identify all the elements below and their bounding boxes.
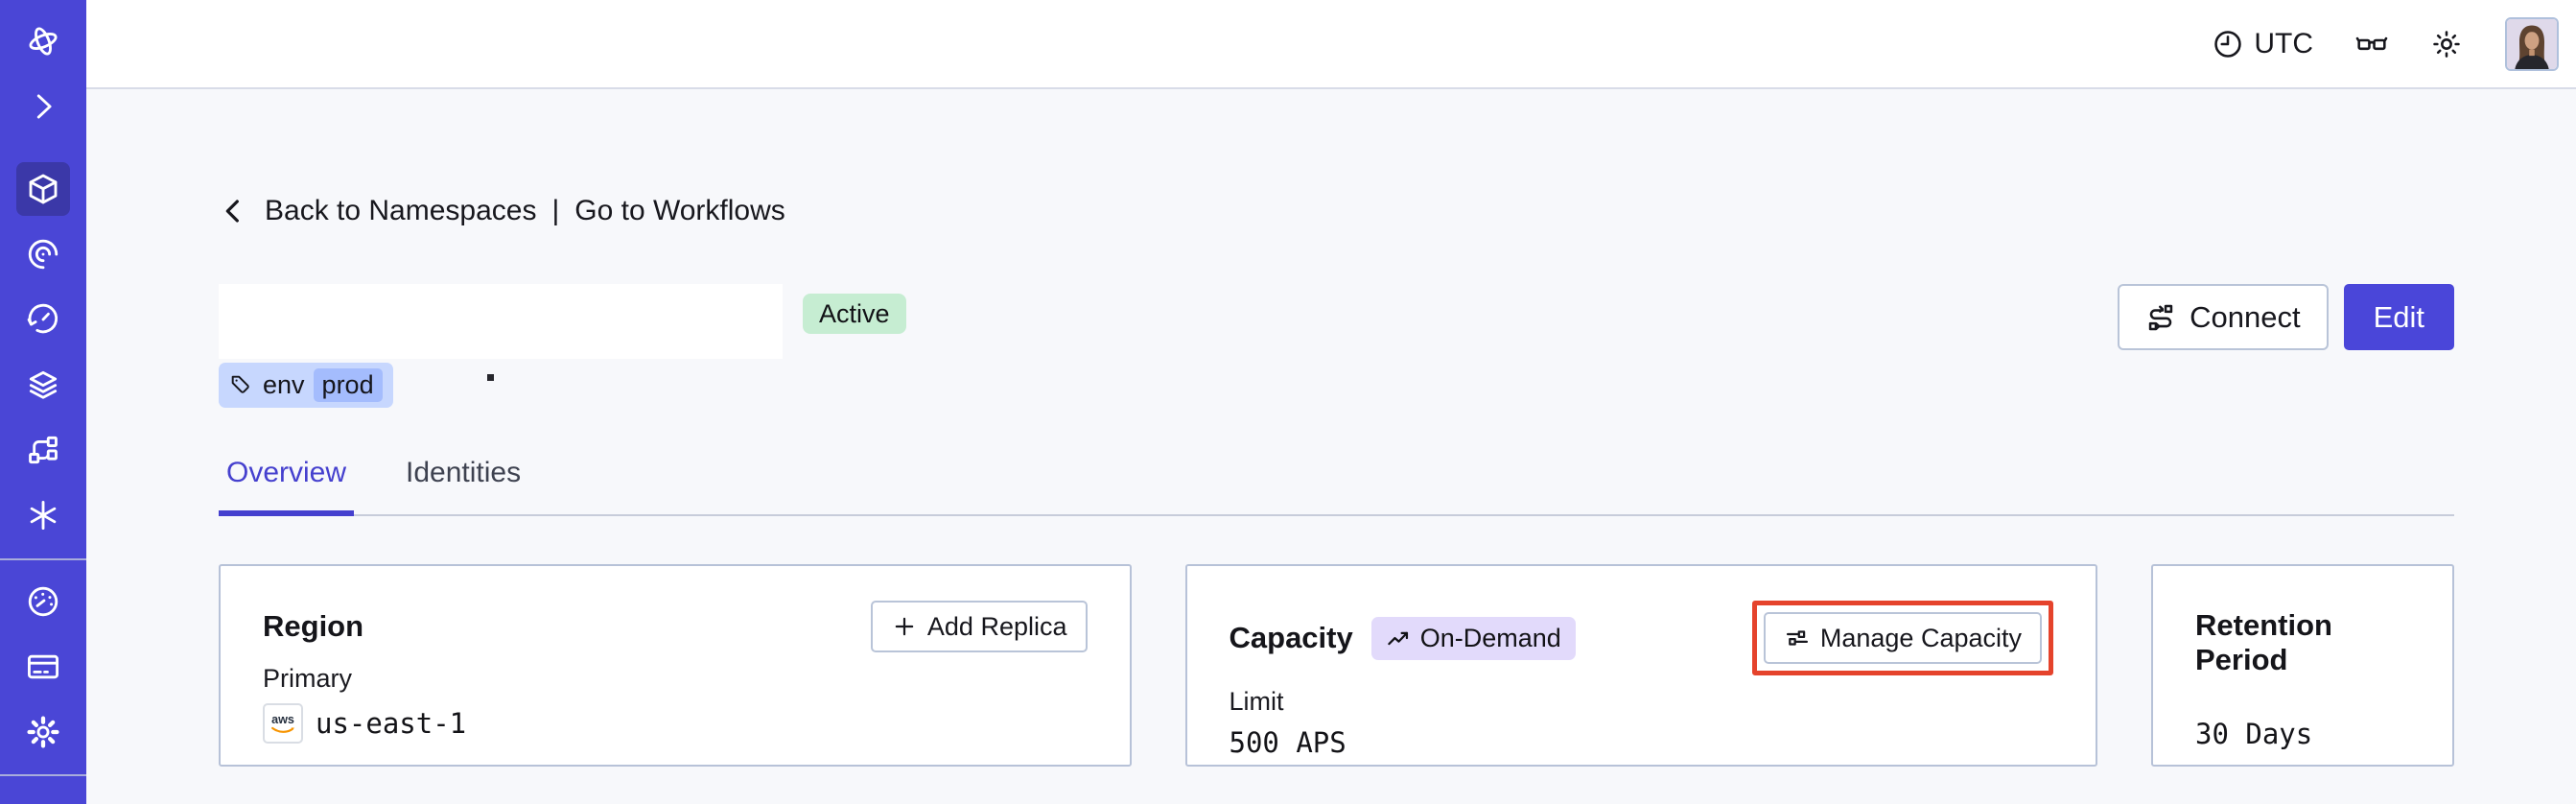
tag-key: env <box>263 370 305 399</box>
clock-icon <box>2214 30 2242 58</box>
tag-icon <box>231 375 249 393</box>
manage-capacity-label: Manage Capacity <box>1819 623 2022 652</box>
user-avatar[interactable] <box>2505 16 2559 71</box>
annotation-highlight-box: Manage Capacity <box>1751 601 2053 675</box>
sidebar-item-schedules[interactable] <box>0 287 86 352</box>
billing-card-icon <box>28 654 59 679</box>
connect-flow-icon <box>2148 304 2173 330</box>
plus-icon <box>895 617 914 636</box>
timezone-label: UTC <box>2254 27 2313 59</box>
sidebar-item-billing[interactable] <box>0 634 86 699</box>
ondemand-badge: On-Demand <box>1370 616 1576 660</box>
sidebar-item-usage[interactable] <box>0 569 86 634</box>
capacity-card-title: Capacity <box>1229 621 1353 654</box>
connect-label: Connect <box>2190 299 2301 334</box>
settings-gear-icon <box>27 716 59 748</box>
expand-chevron-icon[interactable] <box>0 74 86 139</box>
trend-up-icon <box>1387 631 1408 645</box>
sidebar-item-stacks[interactable] <box>0 352 86 417</box>
tab-overview[interactable]: Overview <box>219 457 355 516</box>
region-card: Region Add Replica Primary aws <box>219 564 1132 767</box>
region-card-title: Region <box>263 609 364 643</box>
sidebar-item-nexus[interactable] <box>0 483 86 548</box>
tag-value: prod <box>313 368 383 402</box>
retention-card: Retention Period 30 Days <box>2151 564 2454 767</box>
add-replica-label: Add Replica <box>926 611 1067 641</box>
breadcrumb-separator: | <box>551 195 560 226</box>
capacity-card: Capacity On-Demand <box>1184 564 2097 767</box>
limit-label: Limit <box>1229 687 1284 716</box>
redaction-artifact-dot <box>487 374 494 381</box>
support-circle-icon <box>25 799 61 804</box>
topbar: UTC <box>86 0 2576 89</box>
layers-icon <box>29 370 58 399</box>
svg-text:aws: aws <box>271 713 294 726</box>
back-chevron-icon[interactable] <box>219 196 249 226</box>
sidebar-item-support[interactable] <box>0 785 86 804</box>
region-value: us-east-1 <box>316 707 467 740</box>
breadcrumb-workflows-link[interactable]: Go to Workflows <box>574 195 785 226</box>
env-tag-badge: env prod <box>219 363 393 408</box>
aws-provider-icon: aws <box>263 703 303 744</box>
namespaces-cube-icon <box>29 174 58 204</box>
active-item-tile <box>16 162 70 216</box>
sidebar-divider <box>0 774 86 776</box>
usage-gauge-icon <box>28 586 59 617</box>
timezone-selector[interactable]: UTC <box>2212 28 2313 60</box>
capacity-value: 500 APS <box>1229 726 1347 759</box>
sidebar-item-insights[interactable] <box>0 222 86 287</box>
insights-swirl-icon <box>28 239 59 270</box>
namespace-name-redacted <box>219 284 783 359</box>
sun-icon[interactable] <box>2430 28 2463 60</box>
cards-row: Region Add Replica Primary aws <box>219 564 2454 767</box>
sidebar-item-deployments[interactable] <box>0 417 86 483</box>
primary-label: Primary <box>263 664 352 693</box>
main-content: Back to Namespaces | Go to Workflows Act… <box>86 91 2576 804</box>
breadcrumb-back-link[interactable]: Back to Namespaces <box>265 195 537 226</box>
title-actions: Connect Edit <box>2118 284 2454 350</box>
retention-card-title: Retention Period <box>2195 608 2332 676</box>
manage-capacity-button[interactable]: Manage Capacity <box>1763 612 2042 664</box>
title-row: Active env prod <box>219 284 2454 408</box>
add-replica-button[interactable]: Add Replica <box>870 601 1088 652</box>
sidebar-divider <box>0 558 86 560</box>
glasses-icon[interactable] <box>2355 28 2388 60</box>
tabs: Overview Identities <box>219 455 2454 516</box>
sidebar <box>0 0 86 804</box>
sidebar-item-namespaces[interactable] <box>0 156 86 222</box>
connect-button[interactable]: Connect <box>2118 284 2329 350</box>
sliders-icon <box>1786 630 1808 646</box>
temporal-logo[interactable] <box>0 9 86 74</box>
ondemand-label: On-Demand <box>1419 623 1561 652</box>
retention-value: 30 Days <box>2195 718 2313 750</box>
sidebar-item-settings[interactable] <box>0 699 86 765</box>
status-badge: Active <box>803 294 906 334</box>
nexus-asterisk-icon <box>30 500 57 531</box>
namespace-header: Active env prod <box>219 284 906 408</box>
tab-identities[interactable]: Identities <box>406 457 522 488</box>
edit-button[interactable]: Edit <box>2343 284 2454 350</box>
breadcrumb: Back to Namespaces | Go to Workflows <box>219 195 2454 227</box>
history-clock-icon <box>27 303 59 334</box>
pipeline-branch-icon <box>29 436 58 464</box>
